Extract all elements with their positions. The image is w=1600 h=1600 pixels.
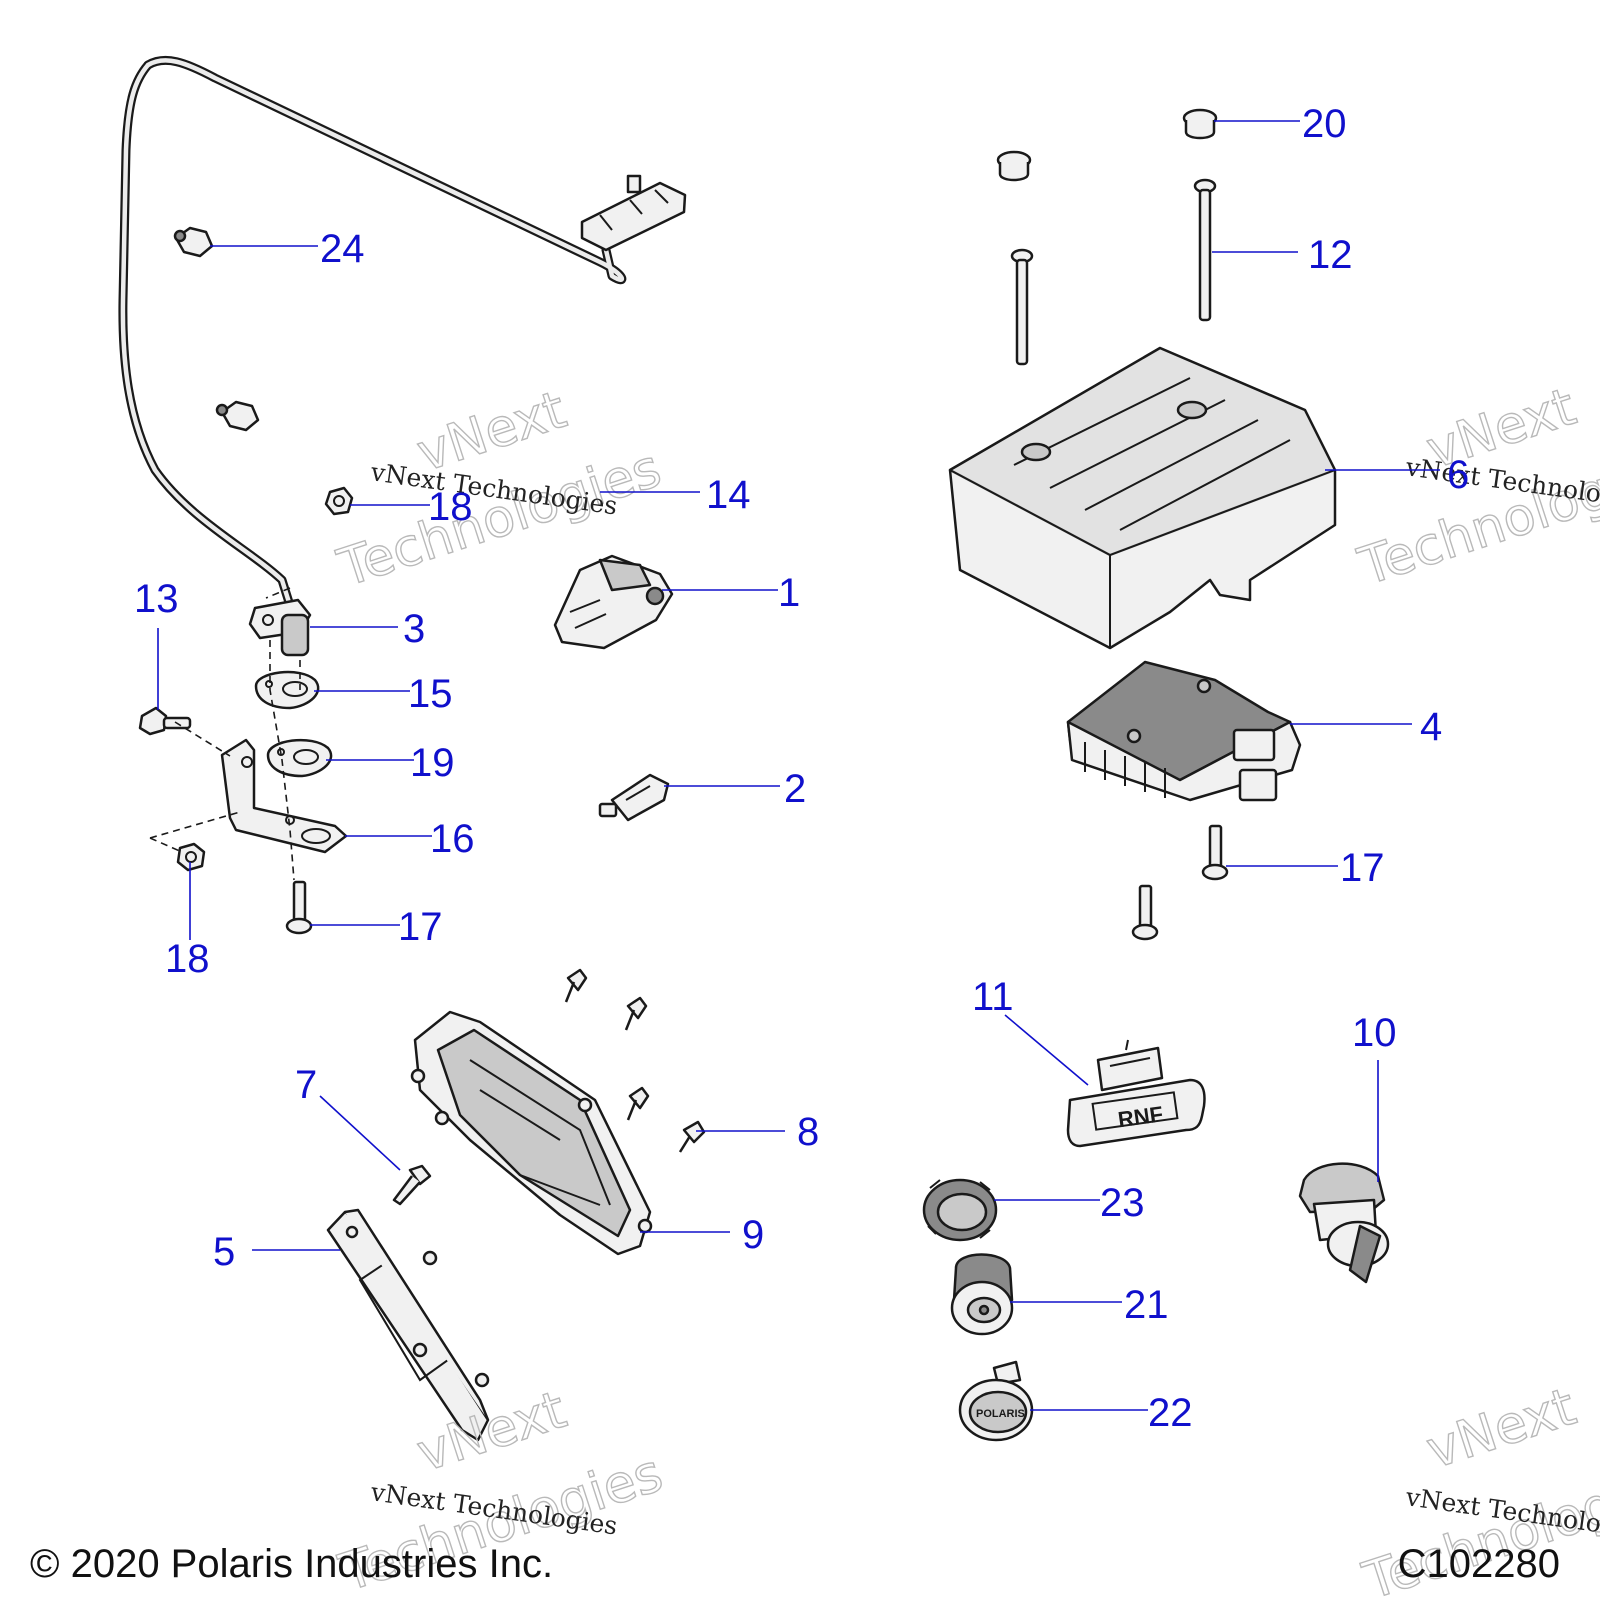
watermark-word1: vNext xyxy=(1420,1377,1583,1481)
switch-11: RNF xyxy=(1066,1039,1206,1148)
bolt-17-left xyxy=(285,880,313,935)
bolt-17-right xyxy=(1201,824,1229,881)
assembly-lines xyxy=(149,587,301,881)
callout-17-left: 17 xyxy=(398,905,443,949)
screws-8 xyxy=(564,968,706,1153)
figure-code: C102280 xyxy=(1397,1542,1560,1586)
ecu-9 xyxy=(410,1010,653,1256)
cap-22-brand: POLARIS xyxy=(976,1408,1025,1420)
callout-2: 2 xyxy=(784,767,806,811)
bracket-5 xyxy=(326,1208,490,1442)
bolt-13 xyxy=(138,706,192,736)
bolt-12 xyxy=(1193,178,1217,322)
regulator-4 xyxy=(1066,660,1302,802)
watermark-word1: vNext xyxy=(410,1380,573,1484)
switch-label: RNF xyxy=(1116,1101,1164,1132)
harness-connector xyxy=(580,174,687,252)
callout-18-top: 18 xyxy=(428,485,473,529)
callout-8: 8 xyxy=(797,1110,819,1154)
pressure-switch-2 xyxy=(598,773,670,822)
callout-23: 23 xyxy=(1100,1181,1145,1225)
callout-12: 12 xyxy=(1308,233,1353,277)
callout-19: 19 xyxy=(410,741,455,785)
cap-20 xyxy=(1182,108,1218,140)
callout-21: 21 xyxy=(1124,1283,1169,1327)
clip-24 xyxy=(173,226,214,258)
ring-nut-23 xyxy=(922,1178,998,1242)
bolt-17-right-second xyxy=(1131,884,1159,941)
nut-18-bottom xyxy=(176,842,206,872)
callout-7: 7 xyxy=(295,1063,317,1107)
gasket-15 xyxy=(254,670,320,710)
callout-10: 10 xyxy=(1352,1011,1397,1055)
callout-18-bottom: 18 xyxy=(165,937,210,981)
callout-3: 3 xyxy=(403,607,425,651)
cap-20-second xyxy=(996,150,1032,182)
speed-sensor-3 xyxy=(248,598,312,657)
callout-9: 9 xyxy=(742,1213,764,1257)
callout-15: 15 xyxy=(408,672,453,716)
callout-14: 14 xyxy=(706,473,751,517)
socket-21 xyxy=(950,1253,1014,1336)
map-sensor-1 xyxy=(553,554,674,650)
callout-5: 5 xyxy=(213,1230,235,1274)
clip-24-second xyxy=(215,400,260,432)
push-rivet-7 xyxy=(392,1164,432,1206)
callout-4: 4 xyxy=(1420,705,1442,749)
callout-1: 1 xyxy=(778,571,800,615)
cap-22: POLARIS xyxy=(958,1360,1034,1442)
callout-20: 20 xyxy=(1302,102,1347,146)
key-switch-10 xyxy=(1298,1162,1390,1284)
wire-harness xyxy=(118,55,627,617)
leader-lines xyxy=(157,120,1440,1411)
cover-6 xyxy=(948,346,1337,650)
bracket-16 xyxy=(220,738,348,854)
callout-6: 6 xyxy=(1447,453,1469,497)
bolt-12-second xyxy=(1010,248,1034,366)
gasket-19 xyxy=(266,738,333,778)
callout-22: 22 xyxy=(1148,1391,1193,1435)
nut-18-top xyxy=(324,486,354,516)
callout-16: 16 xyxy=(430,817,475,861)
callout-24: 24 xyxy=(320,227,365,271)
callout-labels: 1 2 3 4 5 6 7 8 9 10 11 12 13 14 15 16 1… xyxy=(134,102,1469,1435)
callout-17-right: 17 xyxy=(1340,846,1385,890)
callout-13: 13 xyxy=(134,577,179,621)
callout-11: 11 xyxy=(972,975,1014,1019)
copyright-notice: © 2020 Polaris Industries Inc. xyxy=(30,1542,554,1586)
